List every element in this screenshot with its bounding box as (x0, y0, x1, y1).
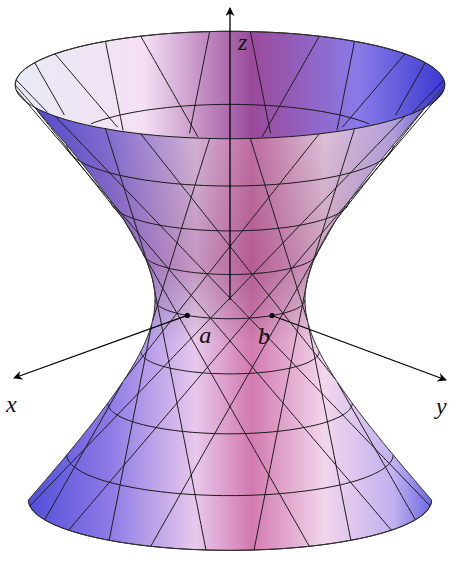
axis-label: z (238, 30, 247, 54)
axis-label: x (6, 392, 17, 416)
y-axis (272, 316, 446, 381)
x-axis (14, 315, 187, 378)
point-label: b (258, 324, 270, 348)
z-axis (229, 8, 230, 300)
point-b (269, 313, 274, 318)
point-a (185, 313, 190, 318)
axis-label: y (436, 394, 447, 418)
point-label: a (199, 323, 211, 347)
